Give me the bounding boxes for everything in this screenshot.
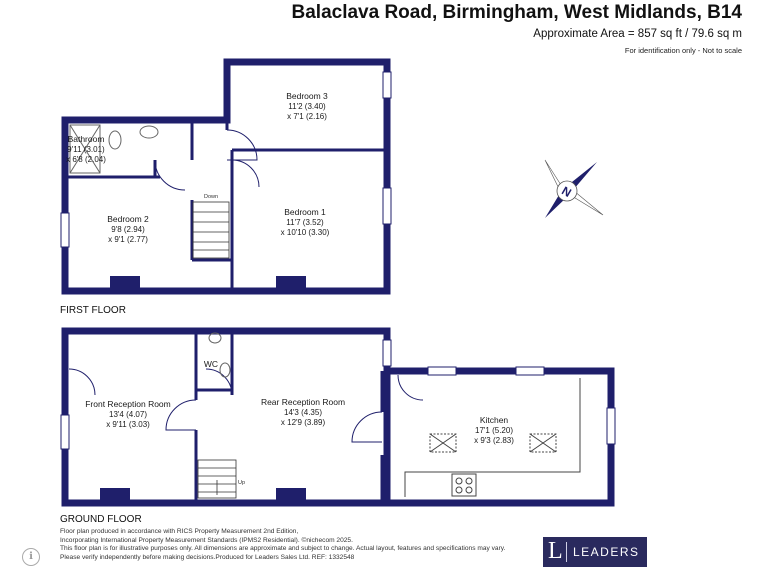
wc-toilet xyxy=(208,332,222,344)
hob xyxy=(451,473,477,497)
rear-reception-dim2: x 12'9 (3.89) xyxy=(281,418,326,427)
shower-tray xyxy=(69,124,101,174)
stairs-up-label: Up xyxy=(238,480,245,486)
bedroom3-name: Bedroom 3 xyxy=(286,91,328,101)
approximate-area: Approximate Area = 857 sq ft / 79.6 sq m xyxy=(533,28,742,40)
door xyxy=(165,399,197,431)
window xyxy=(515,366,545,376)
energy-icon: ℹ xyxy=(22,548,40,566)
wc-basin xyxy=(219,362,231,378)
wc-name: WC xyxy=(204,359,218,369)
window xyxy=(60,212,70,248)
windows xyxy=(60,71,616,450)
door xyxy=(68,368,96,396)
basin xyxy=(139,125,159,139)
window xyxy=(606,407,616,445)
logo-divider xyxy=(566,542,567,562)
window xyxy=(427,366,457,376)
kitchen-name: Kitchen xyxy=(480,415,509,425)
staircase xyxy=(192,201,237,499)
leaders-logo: L LEADERS xyxy=(543,537,647,567)
ground-floor-label: GROUND FLOOR xyxy=(60,514,142,525)
skylight xyxy=(529,433,557,453)
bedroom2-dim1: 9'8 (2.94) xyxy=(111,225,145,234)
bathroom-name: Bathroom xyxy=(68,134,105,144)
bedroom1-name: Bedroom 1 xyxy=(284,207,326,217)
door xyxy=(231,159,260,188)
kitchen-worktop xyxy=(404,378,581,497)
bedroom1-dim1: 11'7 (3.52) xyxy=(286,218,324,227)
door xyxy=(154,159,186,191)
window xyxy=(382,187,392,225)
bathroom-dim1: 9'11 (3.01) xyxy=(67,145,105,154)
bedroom3-dim2: x 7'1 (2.16) xyxy=(287,112,327,121)
footer-line-2: Incorporating International Property Mea… xyxy=(60,536,353,544)
outer-walls xyxy=(61,58,615,507)
door xyxy=(226,129,258,161)
bedroom3-dim1: 11'2 (3.40) xyxy=(288,102,326,111)
identification-note: For identification only - Not to scale xyxy=(624,46,742,55)
kitchen-dim2: x 9'3 (2.83) xyxy=(474,436,514,445)
window xyxy=(382,71,392,99)
property-address-title: Balaclava Road, Birmingham, West Midland… xyxy=(291,2,743,23)
skylight xyxy=(429,433,457,453)
window xyxy=(60,414,70,450)
toilet xyxy=(108,130,122,150)
logo-letter: L xyxy=(548,538,563,564)
front-reception-name: Front Reception Room xyxy=(85,399,171,409)
front-reception-dim1: 13'4 (4.07) xyxy=(109,410,147,419)
stairs-down-label: Down xyxy=(204,194,218,200)
bathroom-fixtures xyxy=(69,124,231,378)
internal-walls xyxy=(65,120,387,503)
window xyxy=(382,339,392,367)
bedroom2-dim2: x 9'1 (2.77) xyxy=(108,235,148,244)
kitchen-dim1: 17'1 (5.20) xyxy=(475,426,513,435)
first-floor-label: FIRST FLOOR xyxy=(60,305,126,316)
footer-line-4: Please verify independently before makin… xyxy=(60,553,355,561)
footer-disclaimer: Floor plan produced in accordance with R… xyxy=(60,528,550,562)
front-reception-dim2: x 9'11 (3.03) xyxy=(106,420,150,429)
door xyxy=(351,411,383,443)
radiators xyxy=(100,276,306,500)
logo-text: LEADERS xyxy=(573,545,640,559)
bathroom-dim2: x 6'8 (2.04) xyxy=(66,155,106,164)
kitchen-fittings xyxy=(404,378,581,497)
footer-line-3: This floor plan is for illustrative purp… xyxy=(60,545,506,553)
door xyxy=(397,374,424,401)
rear-reception-name: Rear Reception Room xyxy=(261,397,345,407)
footer-line-1: Floor plan produced in accordance with R… xyxy=(60,528,299,535)
bedroom1-dim2: x 10'10 (3.30) xyxy=(281,228,330,237)
rear-reception-dim1: 14'3 (4.35) xyxy=(284,408,322,417)
compass-rose: N xyxy=(544,159,604,218)
bedroom2-name: Bedroom 2 xyxy=(107,214,149,224)
